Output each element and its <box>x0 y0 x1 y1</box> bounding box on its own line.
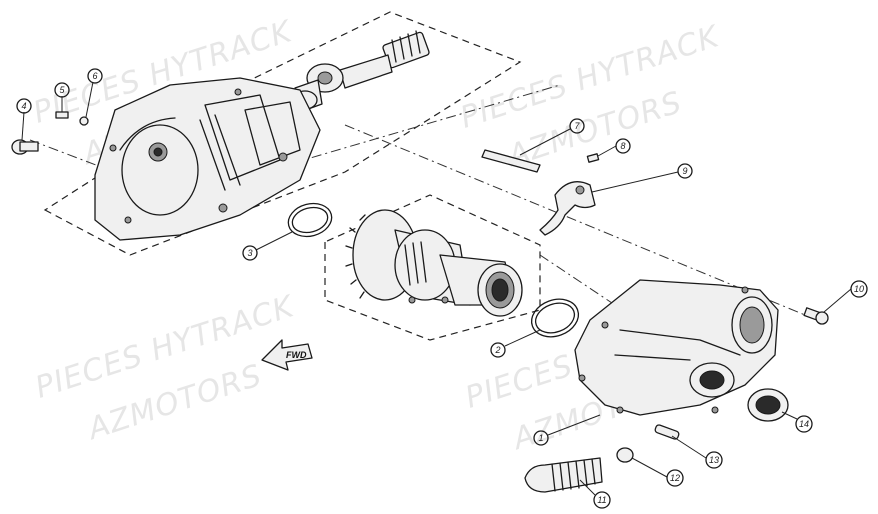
callout-number: 3 <box>247 248 252 258</box>
fwd-arrow: FWD <box>261 339 313 371</box>
differential-assembly <box>345 209 523 317</box>
callout-4: 4 <box>16 98 32 114</box>
bushing-12 <box>616 447 634 463</box>
o-ring-2-inner <box>534 302 576 334</box>
callout-9: 9 <box>677 163 693 179</box>
callout-11: 11 <box>593 491 611 509</box>
callout-number: 8 <box>620 141 625 151</box>
boot-11 <box>524 457 603 493</box>
washer-6 <box>79 116 89 126</box>
pin-7 <box>481 149 541 173</box>
callout-number: 7 <box>574 121 580 131</box>
o-ring-3 <box>287 202 333 238</box>
axis-line <box>344 124 806 316</box>
screw-8 <box>586 153 600 163</box>
axis-line <box>234 84 561 181</box>
callout-3: 3 <box>242 245 258 261</box>
input-shaft <box>292 30 430 113</box>
callout-number: 6 <box>92 71 97 81</box>
o-ring-3-inner <box>291 206 329 234</box>
callout-number: 14 <box>799 419 809 429</box>
callout-number: 12 <box>670 473 680 483</box>
callout-number: 9 <box>682 166 687 176</box>
rear-housing-1 <box>574 279 779 416</box>
callout-8: 8 <box>615 138 631 154</box>
callout-number: 11 <box>597 495 606 505</box>
screw-5 <box>55 111 69 119</box>
callout-10: 10 <box>850 280 868 298</box>
callout-number: 4 <box>21 101 26 111</box>
callout-number: 10 <box>854 284 864 294</box>
callout-2: 2 <box>490 342 506 358</box>
differential-group-outline <box>324 194 541 341</box>
callout-number: 1 <box>538 433 543 443</box>
callout-6: 6 <box>87 68 103 84</box>
fwd-label: FWD <box>286 350 307 360</box>
callout-1: 1 <box>533 430 549 446</box>
callout-5: 5 <box>54 82 70 98</box>
callout-13: 13 <box>705 451 723 469</box>
callout-number: 2 <box>494 345 500 355</box>
shift-fork-9 <box>539 181 596 236</box>
front-housing <box>94 77 321 241</box>
callout-12: 12 <box>666 469 684 487</box>
callout-number: 5 <box>59 85 65 95</box>
callout-number: 13 <box>709 455 719 465</box>
pin-13 <box>654 424 680 440</box>
bolt-4 <box>11 139 39 155</box>
o-ring-2 <box>530 298 580 338</box>
oil-seal-14 <box>747 388 789 422</box>
callout-7: 7 <box>569 118 585 134</box>
housing-group-outline <box>43 11 522 256</box>
bolt-10 <box>803 307 829 325</box>
callout-14: 14 <box>795 415 813 433</box>
